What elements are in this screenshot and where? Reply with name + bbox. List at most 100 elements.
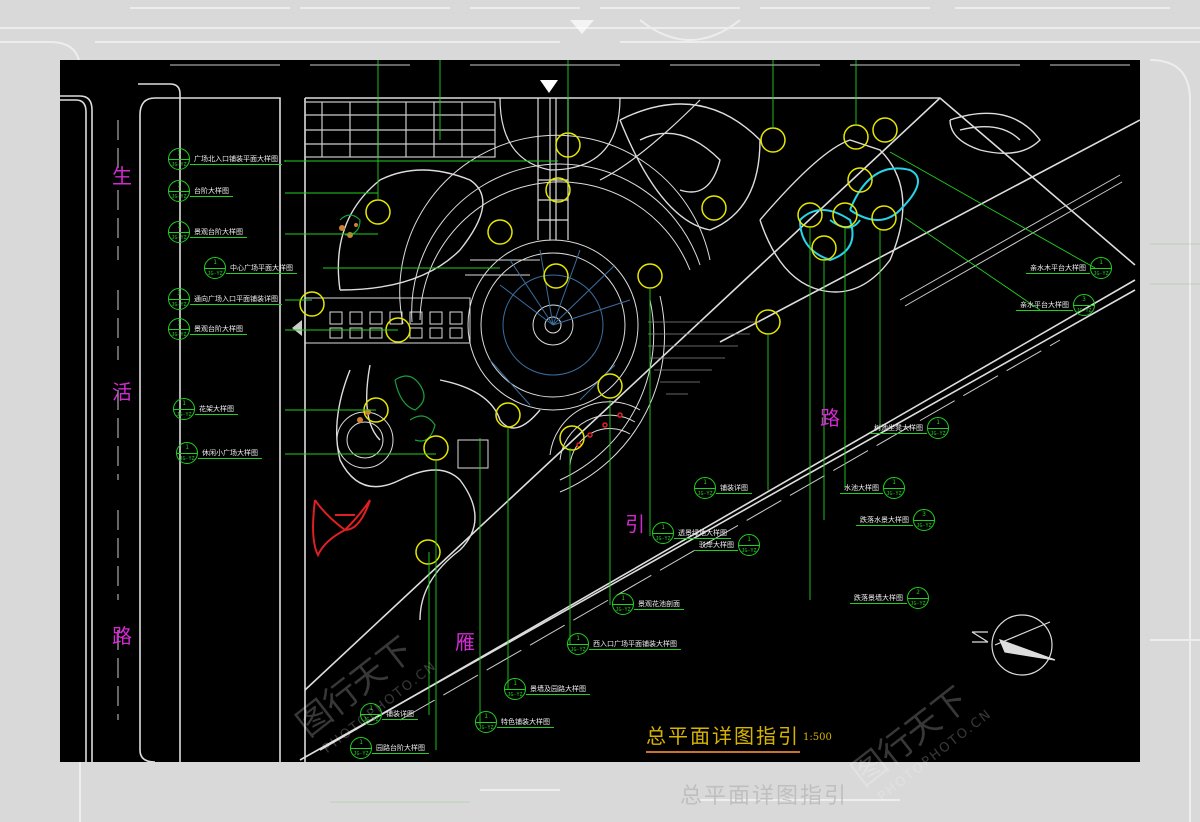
sheet-code: JG-YZ bbox=[1093, 271, 1109, 277]
detail-reference-symbol: 1 JG-YZ bbox=[475, 711, 497, 733]
sheet-code: JG-YZ bbox=[697, 491, 713, 497]
drawing-title: 总平面详图指引 bbox=[646, 720, 800, 753]
detail-callout[interactable]: 1 JG-YZ 景观台阶大样图 bbox=[168, 221, 247, 243]
detail-number: 1 bbox=[513, 680, 517, 687]
detail-callout[interactable]: 1 JG-YZ 特色铺装大样图 bbox=[475, 711, 554, 733]
detail-reference-symbol: 3 JG-YZ bbox=[1073, 294, 1095, 316]
detail-callout[interactable]: 亲水木平台大样图 1 JG-YZ bbox=[1026, 257, 1112, 279]
detail-number: 1 bbox=[1099, 259, 1103, 266]
detail-callout[interactable]: 1 JG-YZ 台阶大样图 bbox=[168, 180, 233, 202]
detail-callout[interactable]: 3 JG-YZ 通向广场入口平面铺装详图 bbox=[168, 288, 282, 310]
detail-callout[interactable]: 跌落景墙大样图 2 JG-YZ bbox=[850, 587, 929, 609]
sheet-code: JG-YZ bbox=[615, 607, 631, 613]
detail-label: 驳岸大样图 bbox=[695, 540, 738, 551]
detail-reference-symbol: 1 JG-YZ bbox=[173, 398, 195, 420]
detail-callout[interactable]: 1 JG-YZ 景观花池剖面 bbox=[612, 593, 684, 615]
detail-label: 休闲小广场大样图 bbox=[198, 448, 262, 459]
detail-label: 台阶大样图 bbox=[190, 186, 233, 197]
detail-callout[interactable]: 1 JG-YZ 景墙及园路大样图 bbox=[504, 678, 590, 700]
detail-number: 1 bbox=[182, 400, 186, 407]
detail-number: 1 bbox=[177, 150, 181, 157]
detail-label: 亲水平台大样图 bbox=[1016, 300, 1073, 311]
detail-callout[interactable]: 1 JG-YZ 铺装详图 bbox=[694, 477, 752, 499]
detail-callout[interactable]: 驳岸大样图 1 JG-YZ bbox=[695, 534, 760, 556]
detail-number: 1 bbox=[661, 524, 665, 531]
detail-reference-symbol: 1 JG-YZ bbox=[360, 703, 382, 725]
sheet-code: JG-YZ bbox=[171, 332, 187, 338]
sheet-code: JG-YZ bbox=[207, 271, 223, 277]
detail-number: 1 bbox=[936, 419, 940, 426]
detail-label: 景墙及园路大样图 bbox=[526, 684, 590, 695]
detail-callout[interactable]: 1 JG-YZ 铺装详图 bbox=[360, 703, 418, 725]
detail-reference-symbol: 1 JG-YZ bbox=[168, 221, 190, 243]
sheet-code: JG-YZ bbox=[171, 162, 187, 168]
detail-reference-symbol: 1 JG-YZ bbox=[168, 318, 190, 340]
detail-reference-symbol: 1 JG-YZ bbox=[883, 477, 905, 499]
detail-number: 1 bbox=[177, 223, 181, 230]
sheet-code: JG-YZ bbox=[916, 523, 932, 529]
road-label-char: 雁 bbox=[455, 630, 475, 654]
detail-number: 3 bbox=[1082, 296, 1086, 303]
detail-reference-symbol: 1 JG-YZ bbox=[204, 257, 226, 279]
detail-reference-symbol: 1 JG-YZ bbox=[652, 522, 674, 544]
road-label-char: 路 bbox=[820, 406, 840, 430]
sheet-code: JG-YZ bbox=[171, 302, 187, 308]
sheet-code: JG-YZ bbox=[507, 692, 523, 698]
detail-number: 1 bbox=[359, 739, 363, 746]
detail-callout[interactable]: 跌落水景大样图 3 JG-YZ bbox=[856, 509, 935, 531]
detail-reference-symbol: 1 JG-YZ bbox=[612, 593, 634, 615]
detail-label: 景观花池剖面 bbox=[634, 599, 684, 610]
detail-number: 1 bbox=[747, 536, 751, 543]
detail-label: 树池坐凳大样图 bbox=[870, 423, 927, 434]
detail-number: 2 bbox=[916, 589, 920, 596]
detail-label: 园路台阶大样图 bbox=[372, 743, 429, 754]
sheet-code: JG-YZ bbox=[176, 412, 192, 418]
detail-label: 广场北入口铺装平面大样图 bbox=[190, 154, 282, 165]
detail-callout[interactable]: 1 JG-YZ 休闲小广场大样图 bbox=[176, 442, 262, 464]
detail-callout[interactable]: 1 JG-YZ 花架大样图 bbox=[173, 398, 238, 420]
detail-callout[interactable]: 1 JG-YZ 广场北入口铺装平面大样图 bbox=[168, 148, 282, 170]
detail-number: 1 bbox=[703, 479, 707, 486]
detail-label: 西入口广场平面铺装大样图 bbox=[589, 639, 681, 650]
detail-callout[interactable]: 1 JG-YZ 园路台阶大样图 bbox=[350, 737, 429, 759]
sheet-code: JG-YZ bbox=[171, 235, 187, 241]
detail-callout[interactable]: 1 JG-YZ 透景绿地大样图 bbox=[652, 522, 731, 544]
drawing-scale: 1:500 bbox=[803, 732, 832, 743]
sheet-code: JG-YZ bbox=[930, 431, 946, 437]
road-label-char: 引 bbox=[625, 512, 645, 536]
detail-label: 透景绿地大样图 bbox=[674, 528, 731, 539]
detail-callout[interactable]: 1 JG-YZ 西入口广场平面铺装大样图 bbox=[567, 633, 681, 655]
detail-number: 1 bbox=[369, 705, 373, 712]
site-plan-linework bbox=[60, 60, 1140, 762]
road-label-char: 活 bbox=[112, 380, 132, 404]
detail-label: 铺装详图 bbox=[716, 483, 752, 494]
detail-reference-symbol: 1 JG-YZ bbox=[694, 477, 716, 499]
detail-label: 铺装详图 bbox=[382, 709, 418, 720]
detail-callout[interactable]: 亲水平台大样图 3 JG-YZ bbox=[1016, 294, 1095, 316]
sheet-code: JG-YZ bbox=[353, 751, 369, 757]
detail-callout[interactable]: 水池大样图 1 JG-YZ bbox=[840, 477, 905, 499]
detail-reference-symbol: 1 JG-YZ bbox=[350, 737, 372, 759]
detail-reference-symbol: 1 JG-YZ bbox=[168, 148, 190, 170]
detail-number: 1 bbox=[484, 713, 488, 720]
detail-number: 3 bbox=[177, 290, 181, 297]
detail-label: 跌落水景大样图 bbox=[856, 515, 913, 526]
detail-number: 1 bbox=[213, 259, 217, 266]
detail-reference-symbol: 2 JG-YZ bbox=[907, 587, 929, 609]
detail-reference-symbol: 1 JG-YZ bbox=[1090, 257, 1112, 279]
detail-callout[interactable]: 1 JG-YZ 景观台阶大样图 bbox=[168, 318, 247, 340]
ghost-drawing-title: 总平面详图指引 bbox=[680, 784, 849, 809]
detail-reference-symbol: 1 JG-YZ bbox=[176, 442, 198, 464]
detail-number: 1 bbox=[576, 635, 580, 642]
detail-number: 1 bbox=[177, 320, 181, 327]
road-label-char: 生 bbox=[112, 164, 132, 188]
detail-label: 花架大样图 bbox=[195, 404, 238, 415]
sheet-code: JG-YZ bbox=[363, 717, 379, 723]
detail-callout[interactable]: 1 JG-YZ 中心广场平面大样图 bbox=[204, 257, 297, 279]
detail-callout[interactable]: 树池坐凳大样图 1 JG-YZ bbox=[870, 417, 949, 439]
detail-reference-symbol: 3 JG-YZ bbox=[168, 288, 190, 310]
detail-reference-symbol: 3 JG-YZ bbox=[913, 509, 935, 531]
detail-label: 通向广场入口平面铺装详图 bbox=[190, 294, 282, 305]
detail-label: 跌落景墙大样图 bbox=[850, 593, 907, 604]
